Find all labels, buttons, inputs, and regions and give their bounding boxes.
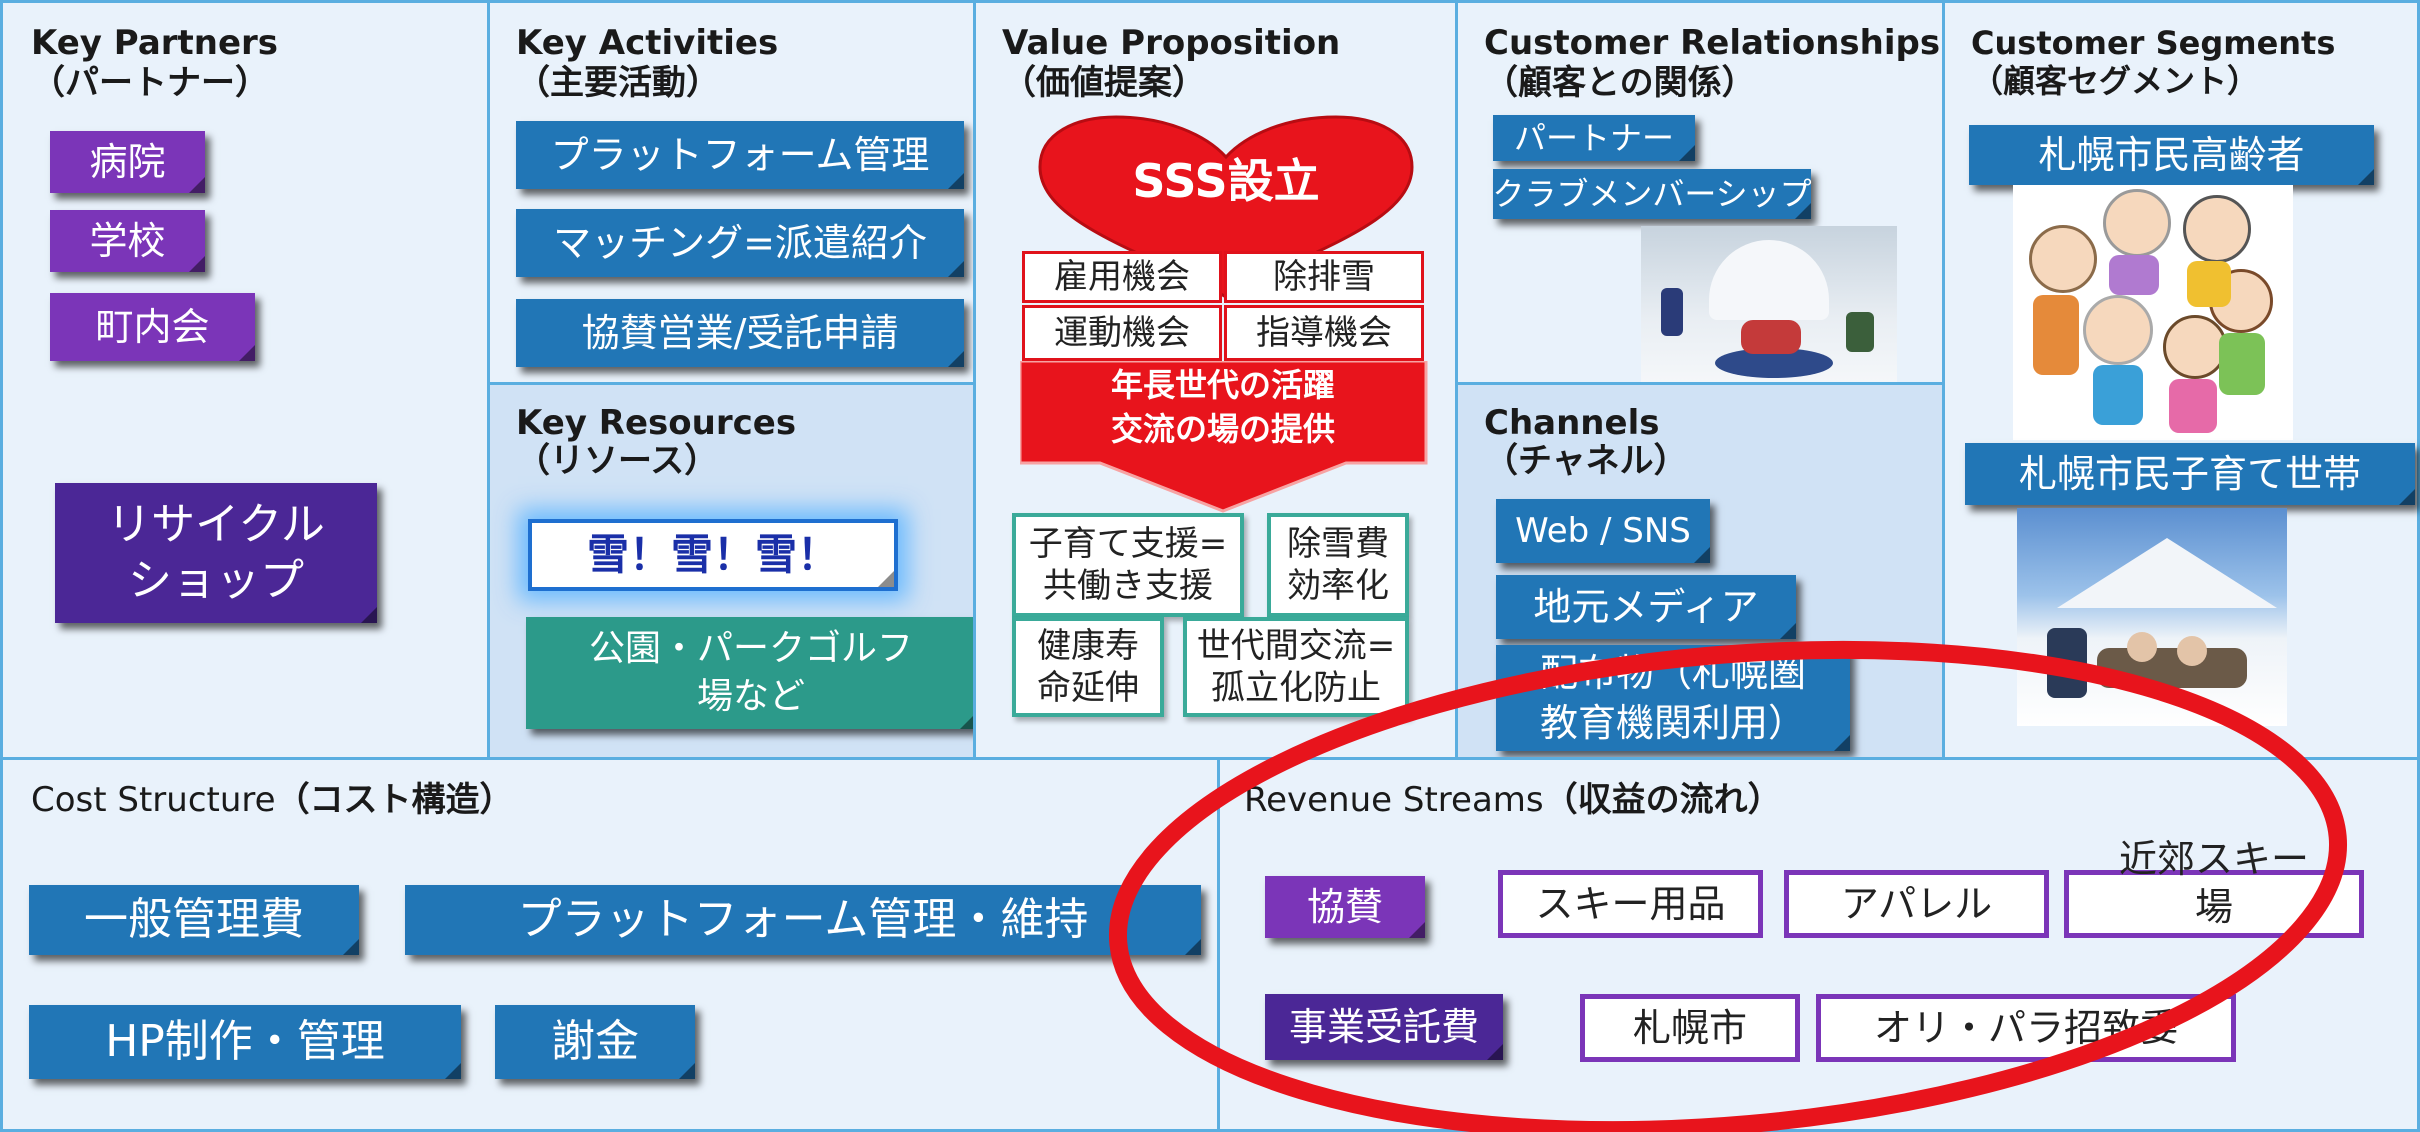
value-employment: 雇用機会 — [1022, 251, 1222, 303]
customer-relationships-title: Customer Relationships — [1484, 23, 1941, 63]
key-partners-title: Key Partners — [31, 23, 279, 63]
cost-general-admin: 一般管理費 — [29, 885, 359, 955]
customer-segments-section: Customer Segments （顧客セグメント） 札幌市民高齢者 札幌市民… — [1942, 0, 2420, 760]
activity-platform-management: プラットフォーム管理 — [516, 121, 964, 189]
key-partners-section: Key Partners （パートナー） 病院 学校 町内会 リサイクル ショッ… — [0, 0, 490, 760]
key-resources-subtitle: （リソース） — [516, 441, 719, 481]
key-resources-section: Key Resources （リソース） 雪！雪！雪！ 公園・パークゴルフ 場な… — [487, 382, 976, 760]
revenue-streams-heading: Revenue Streams（収益の流れ） — [1244, 778, 1782, 822]
partner-neighborhood-association: 町内会 — [50, 293, 255, 361]
revenue-streams-title-jp: （収益の流れ） — [1543, 780, 1782, 820]
revenue-sponsorship-label: 協賛 — [1265, 876, 1425, 938]
snow-tubing-photo — [1641, 226, 1897, 396]
partner-hospital: 病院 — [50, 131, 205, 193]
segment-elderly: 札幌市民高齢者 — [1969, 125, 2374, 185]
revenue-sapporo-city: 札幌市 — [1580, 994, 1800, 1062]
relationship-club-membership: クラブメンバーシップ — [1492, 169, 1812, 219]
customer-segments-title: Customer Segments — [1971, 24, 2336, 62]
value-childcare-support: 子育て支援= 共働き支援 — [1012, 513, 1244, 617]
partner-school: 学校 — [50, 210, 205, 272]
revenue-ski-resorts: 近郊スキー 場 — [2064, 837, 2364, 938]
activity-sponsorship-sales: 協賛営業/受託申請 — [516, 299, 964, 367]
value-snow-cost-efficiency: 除雪費 効率化 — [1267, 513, 1409, 617]
channel-distribution: 配布物（札幌圏 教育機関利用） — [1496, 645, 1850, 751]
heart-label: SSS設立 — [1132, 154, 1320, 208]
value-arrow-text: 年長世代の活躍 交流の場の提供 — [1110, 366, 1335, 448]
partner-recycle-shop: リサイクル ショップ — [55, 483, 377, 623]
value-exercise: 運動機会 — [1022, 305, 1222, 361]
cost-structure-title-jp: （コスト構造） — [275, 780, 514, 820]
channel-local-media: 地元メディア — [1496, 575, 1796, 639]
value-proposition-section: Value Proposition （価値提案） SSS設立 雇用機会 除排雪 … — [973, 0, 1458, 760]
customer-relationships-subtitle: （顧客との関係） — [1484, 63, 1756, 103]
value-intergenerational: 世代間交流= 孤立化防止 — [1183, 617, 1409, 717]
relationship-partner: パートナー — [1493, 115, 1695, 161]
value-proposition-title: Value Proposition — [1002, 23, 1341, 63]
cost-honorarium: 謝金 — [495, 1005, 695, 1079]
key-resources-title: Key Resources — [516, 403, 797, 443]
resource-parks: 公園・パークゴルフ 場など — [526, 617, 976, 729]
cost-structure-heading: Cost Structure（コスト構造） — [31, 778, 514, 822]
value-snow-removal: 除排雪 — [1224, 251, 1424, 303]
channels-subtitle: （チャネル） — [1484, 441, 1688, 481]
revenue-olympic-committee: オリ・パラ招致委 — [1816, 994, 2236, 1062]
revenue-streams-title: Revenue Streams — [1244, 780, 1544, 820]
revenue-streams-section: Revenue Streams（収益の流れ） 協賛 スキー用品 アパレル 近郊ス… — [1217, 757, 2420, 1132]
key-activities-title: Key Activities — [516, 23, 779, 63]
customer-segments-subtitle: （顧客セグメント） — [1971, 62, 2260, 100]
cost-structure-title: Cost Structure — [31, 780, 276, 820]
cost-website-production: HP制作・管理 — [29, 1005, 461, 1079]
channels-section: Channels （チャネル） Web / SNS 地元メディア 配布物（札幌圏… — [1455, 382, 1945, 760]
elderly-illustration — [2013, 185, 2293, 440]
resource-snow: 雪！雪！雪！ — [528, 519, 898, 591]
key-partners-subtitle: （パートナー） — [31, 63, 269, 103]
family-sledding-photo — [2017, 508, 2287, 726]
value-instruction: 指導機会 — [1224, 305, 1424, 361]
revenue-ski-resorts-label: 近郊スキー 場 — [2118, 837, 2309, 929]
value-proposition-subtitle: （価値提案） — [1002, 63, 1206, 103]
value-healthy-life: 健康寿 命延伸 — [1012, 617, 1164, 717]
heart-icon — [1038, 115, 1414, 299]
cost-platform-maintenance: プラットフォーム管理・維持 — [405, 885, 1201, 955]
revenue-commission-label: 事業受託費 — [1265, 994, 1503, 1060]
segment-families: 札幌市民子育て世帯 — [1965, 443, 2415, 505]
activity-matching: マッチング=派遣紹介 — [516, 209, 964, 277]
revenue-apparel: アパレル — [1784, 870, 2049, 938]
key-activities-subtitle: （主要活動） — [516, 63, 720, 103]
customer-relationships-section: Customer Relationships （顧客との関係） パートナー クラ… — [1455, 0, 1945, 396]
channel-web-sns: Web / SNS — [1496, 499, 1710, 563]
key-activities-section: Key Activities （主要活動） プラットフォーム管理 マッチング=派… — [487, 0, 976, 385]
revenue-ski-goods: スキー用品 — [1498, 870, 1763, 938]
arrow-down-icon — [1020, 361, 1428, 513]
cost-structure-section: Cost Structure（コスト構造） 一般管理費 プラットフォーム管理・維… — [0, 757, 1220, 1132]
channels-title: Channels — [1484, 403, 1660, 443]
